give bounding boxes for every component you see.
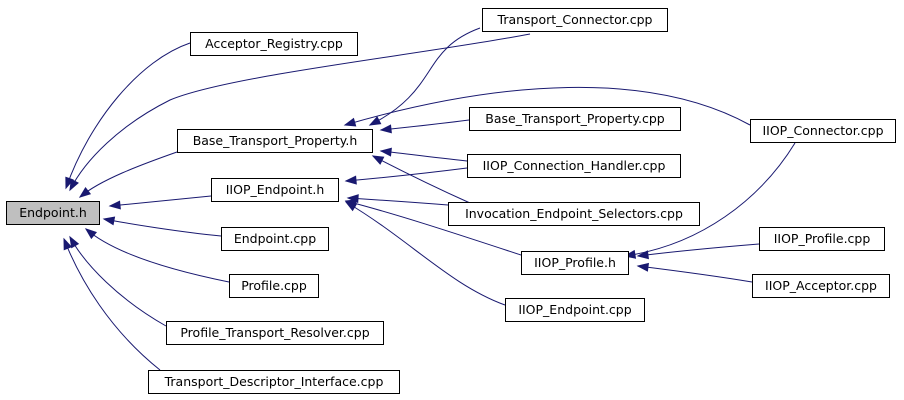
node-transport-descriptor-interface-cpp[interactable]: Transport_Descriptor_Interface.cpp xyxy=(148,370,400,394)
edge-profile-transport-resolver-to-endpoint-h xyxy=(69,236,167,327)
node-profile-transport-resolver-cpp[interactable]: Profile_Transport_Resolver.cpp xyxy=(166,321,384,345)
node-invocation-endpoint-selectors-cpp[interactable]: Invocation_Endpoint_Selectors.cpp xyxy=(448,202,700,226)
node-iiop-endpoint-cpp[interactable]: IIOP_Endpoint.cpp xyxy=(505,298,645,322)
node-iiop-connector-cpp[interactable]: IIOP_Connector.cpp xyxy=(750,119,896,143)
node-endpoint-h: Endpoint.h xyxy=(6,201,100,225)
edge-profile-cpp-to-endpoint-h xyxy=(85,228,230,283)
edge-transport-descriptor-interface-to-endpoint-h-arrowhead xyxy=(63,237,73,251)
dependency-edges xyxy=(63,27,796,371)
edge-base-transport-property-h-to-endpoint-h xyxy=(79,151,178,198)
edge-profile-transport-resolver-to-endpoint-h-arrowhead xyxy=(69,235,80,249)
node-profile-cpp[interactable]: Profile.cpp xyxy=(229,274,319,298)
edge-base-transport-property-cpp-to-base-transport-property-h xyxy=(380,119,470,131)
edge-iiop-connection-handler-to-base-transport-property-h xyxy=(380,150,468,162)
edge-iiop-acceptor-cpp-to-iiop-profile-h-arrowhead xyxy=(636,262,649,272)
node-iiop-profile-cpp[interactable]: IIOP_Profile.cpp xyxy=(759,227,885,251)
edge-iiop-profile-cpp-to-iiop-profile-h-arrowhead xyxy=(636,250,649,260)
edge-iiop-endpoint-h-to-endpoint-h-arrowhead xyxy=(108,200,121,210)
edge-endpoint-cpp-to-endpoint-h-arrowhead xyxy=(102,216,116,226)
dependency-arrowheads xyxy=(63,116,649,272)
edge-iiop-connection-handler-to-base-transport-property-h-arrowhead xyxy=(379,147,392,157)
edge-iiop-connector-to-base-transport-property-h xyxy=(344,86,751,126)
node-iiop-endpoint-h[interactable]: IIOP_Endpoint.h xyxy=(211,178,339,202)
edge-iiop-endpoint-cpp-to-iiop-endpoint-h-arrowhead xyxy=(344,201,358,212)
edge-iiop-endpoint-h-to-endpoint-h xyxy=(109,195,212,207)
edge-transport-connector-to-base-transport-property-h xyxy=(369,27,481,126)
edge-invocation-endpoint-selectors-to-base-transport-property-h-arrowhead xyxy=(371,155,385,165)
edge-transport-connector-to-base-transport-property-h-arrowhead xyxy=(368,116,382,126)
edge-iiop-acceptor-cpp-to-iiop-profile-h xyxy=(637,265,753,283)
edge-base-transport-property-h-to-endpoint-h-arrowhead xyxy=(78,186,92,198)
node-iiop-connection-handler-cpp[interactable]: IIOP_Connection_Handler.cpp xyxy=(467,154,681,178)
node-base-transport-property-cpp[interactable]: Base_Transport_Property.cpp xyxy=(469,107,681,131)
edge-transport-connector-to-endpoint-h-arrowhead xyxy=(69,178,79,192)
edge-invocation-endpoint-selectors-to-iiop-endpoint-h xyxy=(347,197,449,206)
edge-iiop-endpoint-cpp-to-iiop-endpoint-h xyxy=(345,201,506,306)
edge-iiop-connector-to-base-transport-property-h-arrowhead xyxy=(343,117,357,127)
edge-iiop-connection-handler-to-iiop-endpoint-h-arrowhead xyxy=(344,175,357,185)
node-transport-connector-cpp[interactable]: Transport_Connector.cpp xyxy=(482,8,668,32)
node-iiop-acceptor-cpp[interactable]: IIOP_Acceptor.cpp xyxy=(752,274,890,298)
node-base-transport-property-h[interactable]: Base_Transport_Property.h xyxy=(177,129,373,153)
node-acceptor-registry-cpp[interactable]: Acceptor_Registry.cpp xyxy=(190,32,358,56)
edge-transport-descriptor-interface-to-endpoint-h xyxy=(63,238,161,371)
node-iiop-profile-h[interactable]: IIOP_Profile.h xyxy=(521,251,629,275)
edge-acceptor-registry-to-endpoint-h xyxy=(65,42,191,189)
edge-endpoint-cpp-to-endpoint-h xyxy=(103,218,222,237)
edge-invocation-endpoint-selectors-to-base-transport-property-h xyxy=(372,155,471,204)
edge-profile-cpp-to-endpoint-h-arrowhead xyxy=(84,228,97,240)
edge-iiop-connection-handler-to-iiop-endpoint-h xyxy=(345,167,468,182)
edge-base-transport-property-cpp-to-base-transport-property-h-arrowhead xyxy=(379,124,392,134)
node-endpoint-cpp[interactable]: Endpoint.cpp xyxy=(221,227,329,251)
edge-iiop-profile-cpp-to-iiop-profile-h xyxy=(637,243,760,257)
edge-iiop-connector-to-iiop-profile-h xyxy=(624,142,796,257)
edge-transport-connector-to-endpoint-h xyxy=(69,33,531,191)
edge-iiop-profile-h-to-iiop-endpoint-h xyxy=(345,200,522,256)
